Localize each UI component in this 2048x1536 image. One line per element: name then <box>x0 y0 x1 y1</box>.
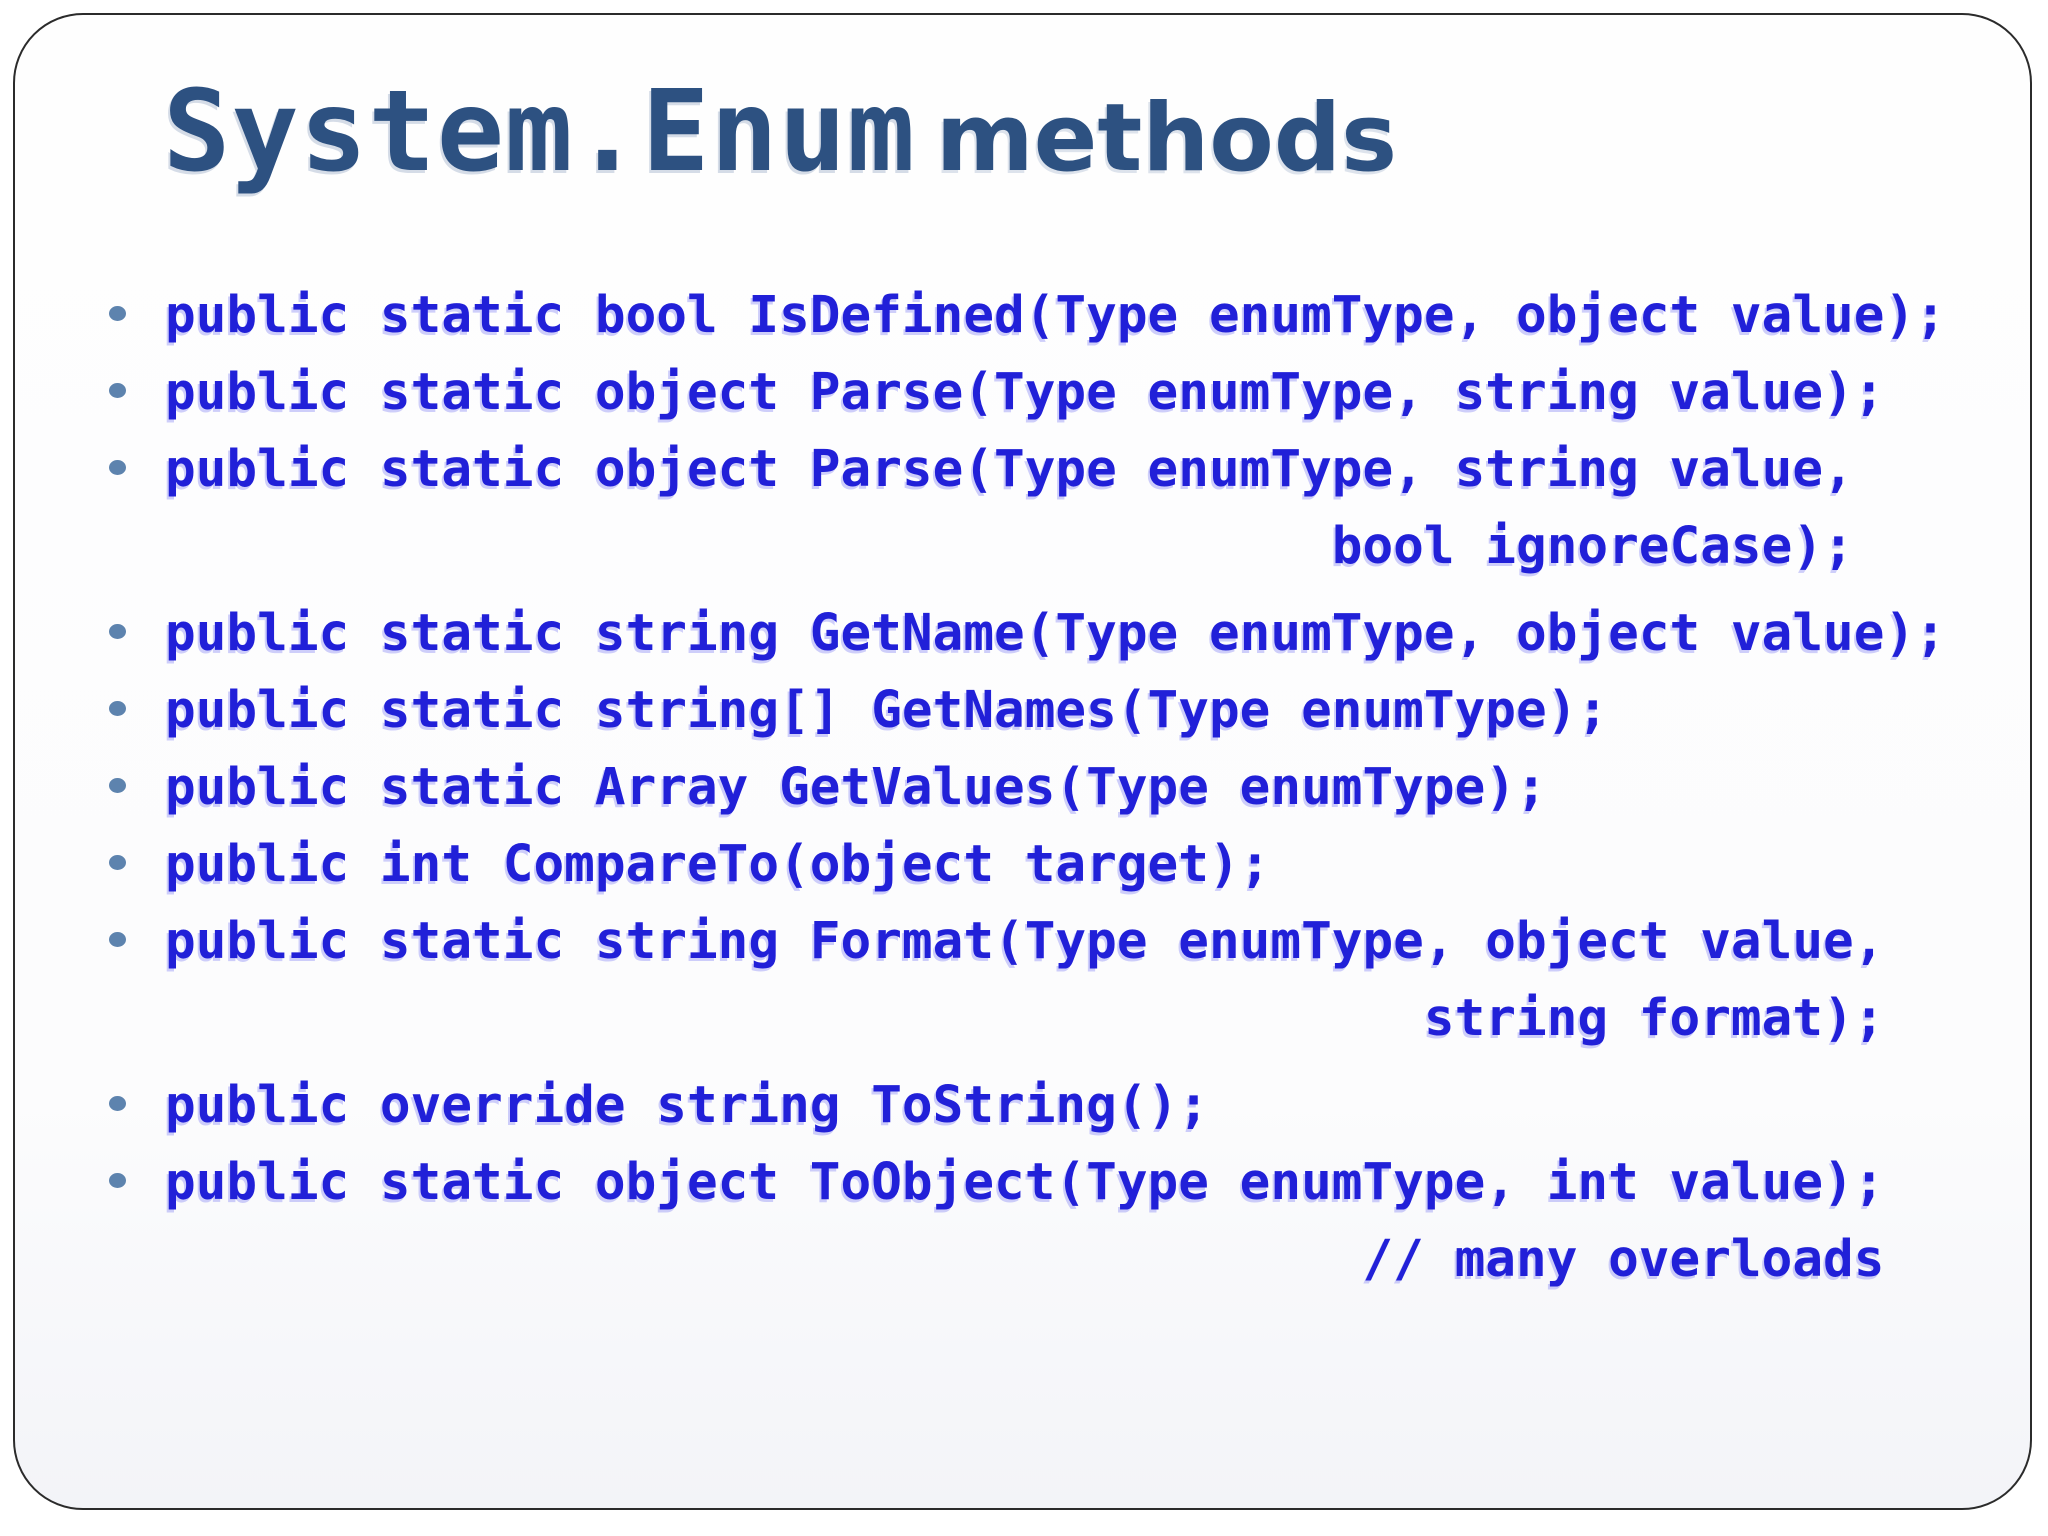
code-line-continuation: string format); <box>1423 989 1885 1048</box>
code-line-continuation: // many overloads <box>1362 1230 1885 1289</box>
list-item: public static string Format(Type enumTyp… <box>109 903 2015 1057</box>
code-line: public static string Format(Type enumTyp… <box>165 912 1885 971</box>
list-item: public static string[] GetNames(Type enu… <box>109 672 2015 749</box>
code-line: public int CompareTo(object target); <box>165 835 1271 894</box>
bullet-icon <box>109 855 126 870</box>
list-item: public static string GetName(Type enumTy… <box>109 595 2015 672</box>
bullet-icon <box>109 624 126 639</box>
bullet-icon <box>109 1173 126 1188</box>
code-line-continuation: bool ignoreCase); <box>1331 517 1854 576</box>
code-line: public static string GetName(Type enumTy… <box>165 604 1946 663</box>
code-line: public static string[] GetNames(Type enu… <box>165 681 1609 740</box>
method-list: public static bool IsDefined(Type enumTy… <box>109 277 2015 1308</box>
bullet-icon <box>109 778 126 793</box>
list-item: public static Array GetValues(Type enumT… <box>109 749 2015 826</box>
title-sans-text: methods <box>935 84 1398 193</box>
bullet-icon <box>109 460 126 475</box>
list-item: public static object ToObject(Type enumT… <box>109 1144 2015 1298</box>
list-item: public static object Parse(Type enumType… <box>109 431 2015 585</box>
list-item: public override string ToString(); <box>109 1067 2015 1144</box>
code-line: public override string ToString(); <box>165 1076 1209 1135</box>
code-line: public static object Parse(Type enumType… <box>165 440 1854 499</box>
bullet-icon <box>109 1096 126 1111</box>
code-line: public static Array GetValues(Type enumT… <box>165 758 1547 817</box>
title-mono-text: System.Enum <box>163 67 916 197</box>
bullet-icon <box>109 306 126 321</box>
bullet-icon <box>109 701 126 716</box>
code-line: public static object Parse(Type enumType… <box>165 363 1885 422</box>
list-item: public int CompareTo(object target); <box>109 826 2015 903</box>
bullet-icon <box>109 932 126 947</box>
list-item: public static bool IsDefined(Type enumTy… <box>109 277 2015 354</box>
code-line: public static bool IsDefined(Type enumTy… <box>165 286 1946 345</box>
code-line: public static object ToObject(Type enumT… <box>165 1153 1885 1212</box>
list-item: public static object Parse(Type enumType… <box>109 354 2015 431</box>
bullet-icon <box>109 383 126 398</box>
